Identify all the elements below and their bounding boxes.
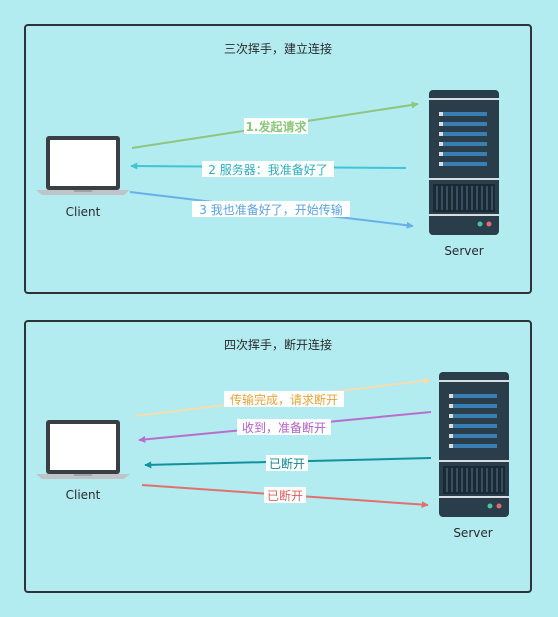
server-icon: [439, 372, 509, 517]
client-label: Client: [66, 488, 101, 502]
teardown-arrow-4-label: 已断开: [267, 488, 303, 503]
handshake-arrow-1-label: 1.发起请求: [246, 119, 308, 134]
laptop-icon: [36, 136, 130, 195]
laptop-icon: [36, 420, 130, 479]
server-label: Server: [453, 526, 492, 540]
handshake-arrow-3-label: 3 我也准备好了，开始传输: [199, 202, 342, 217]
teardown-title: 四次挥手，断开连接: [223, 338, 332, 352]
handshake-title: 三次挥手，建立连接: [223, 42, 332, 56]
client-label: Client: [66, 205, 101, 219]
handshake-arrow-2-label: 2 服务器：我准备好了: [208, 162, 327, 177]
teardown-arrow-2-label: 收到，准备断开: [242, 420, 326, 435]
server-icon: [429, 90, 499, 235]
server-label: Server: [444, 244, 483, 258]
teardown-arrow-1-label: 传输完成，请求断开: [230, 392, 338, 407]
teardown-arrow-3-label: 已断开: [269, 456, 305, 471]
